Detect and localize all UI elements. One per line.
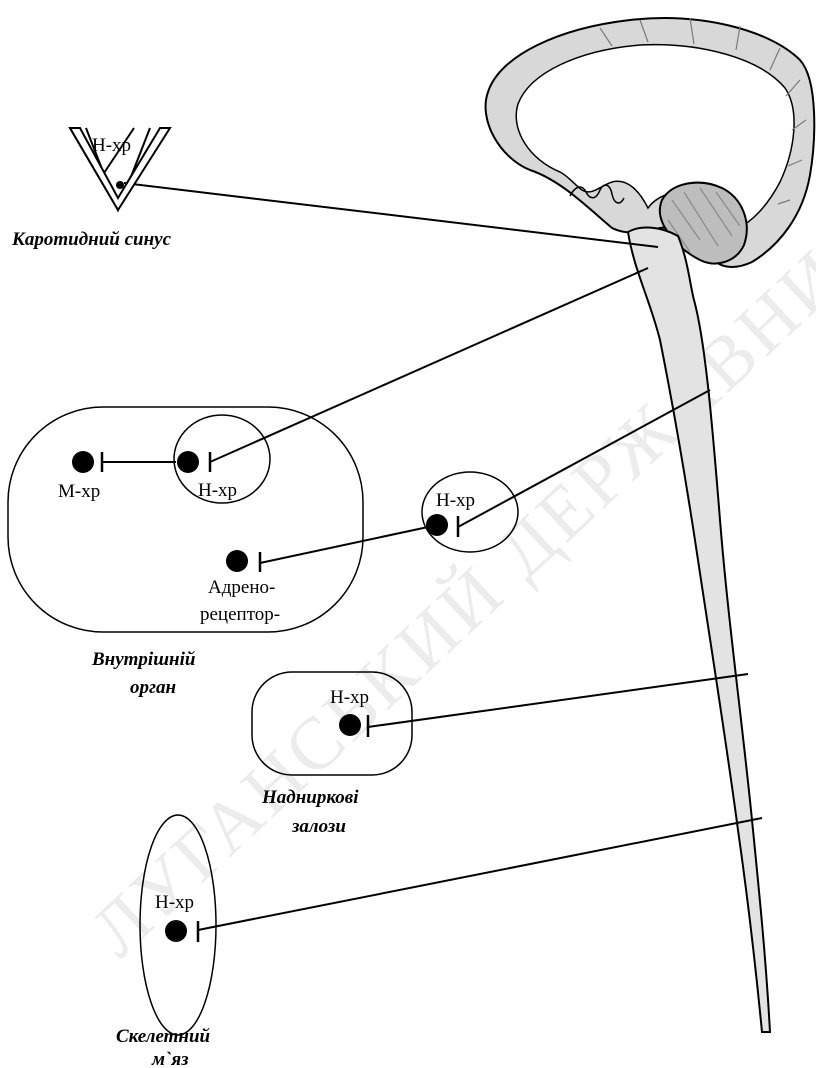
organ-muscarinic-label: М-хр [58, 481, 100, 502]
sympathetic-ganglion: Н-хр [422, 472, 518, 552]
skeletal-caption-line1: Скелетний [116, 1026, 210, 1047]
organ-muscarinic-receptor [72, 451, 94, 473]
ganglion-to-adreno-line [260, 527, 428, 563]
sympathetic-ganglion-receptor [426, 514, 448, 536]
carotid-receptor-dot [116, 181, 124, 189]
adreno-label-line1: Адрено- [208, 577, 275, 598]
organ-ganglion-line [210, 268, 648, 462]
skeletal-caption-line2: м`яз [151, 1049, 189, 1068]
organ-ganglion-label: Н-хр [198, 480, 237, 501]
sympathetic-ganglion-circle [422, 472, 518, 552]
internal-organ-outline [8, 407, 363, 632]
sympathetic-ganglion-label: Н-хр [436, 490, 475, 511]
carotid-sinus-caption: Каротидний синус [11, 229, 172, 250]
skeletal-receptor-label: Н-хр [155, 892, 194, 913]
internal-organ-caption-line1: Внутрішній [91, 649, 195, 670]
adrenal-receptor [339, 714, 361, 736]
adrenal-caption-line2: залози [291, 816, 346, 837]
adreno-receptor-dot [226, 550, 248, 572]
organ-ganglion-receptor [177, 451, 199, 473]
carotid-sinus: Н-хр Каротидний синус [11, 128, 172, 250]
adreno-label-line2: рецептор- [200, 604, 280, 625]
skeletal-receptor [165, 920, 187, 942]
internal-organ-caption-line2: орган [130, 677, 176, 698]
carotid-receptor-label: Н-хр [92, 135, 131, 156]
adrenal-caption-line1: Надниркові [261, 787, 359, 808]
cerebrum-inner [516, 45, 794, 228]
adrenal-receptor-label: Н-хр [330, 687, 369, 708]
skeletal-line [198, 818, 762, 930]
